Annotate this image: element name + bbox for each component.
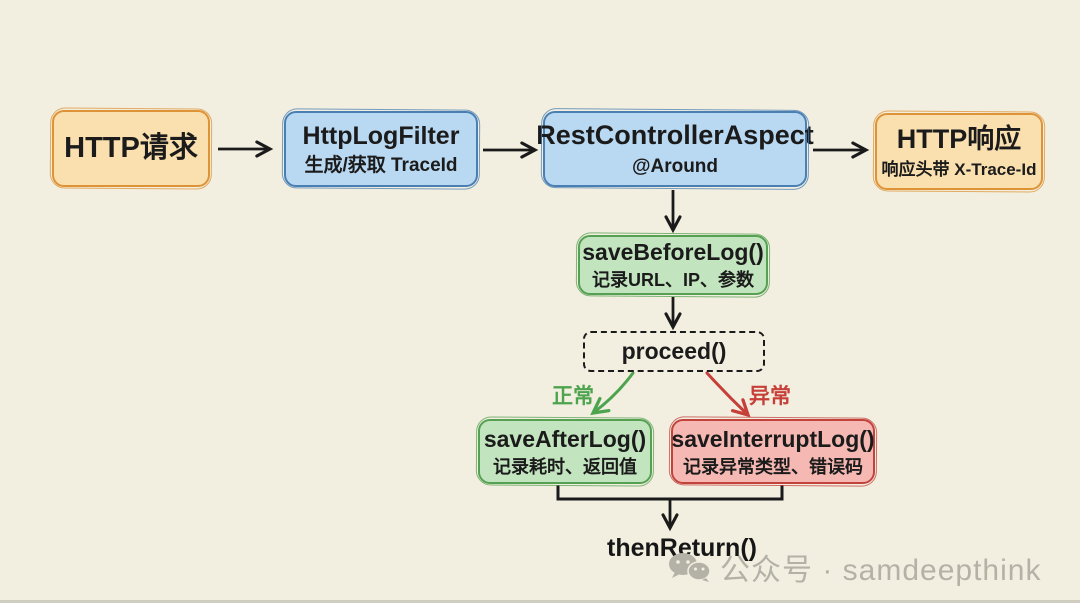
node-subtitle: @Around — [631, 156, 719, 177]
node-title: RestControllerAspect — [536, 120, 814, 151]
node-http-request: HTTP请求 — [52, 110, 210, 187]
merge-bracket — [556, 485, 784, 501]
node-save-before-log: saveBeforeLog() 记录URL、IP、参数 — [578, 235, 768, 295]
node-subtitle: 响应头带 X-Trace-Id — [881, 159, 1037, 179]
node-title: saveBeforeLog() — [582, 239, 764, 266]
node-proceed: proceed() — [583, 331, 765, 372]
wechat-icon — [669, 553, 711, 582]
node-subtitle: 生成/获取 TraceId — [304, 154, 458, 176]
node-rest-controller-aspect: RestControllerAspect @Around — [536, 111, 814, 187]
node-title: HTTP请求 — [64, 132, 198, 165]
node-title: proceed() — [621, 338, 727, 365]
node-subtitle: 记录URL、IP、参数 — [592, 270, 754, 291]
node-http-response: HTTP响应 响应头带 X-Trace-Id — [875, 113, 1043, 190]
arrow-proceed-exception — [705, 371, 748, 415]
edge-label-exception: 异常 — [749, 385, 791, 408]
node-subtitle: 记录异常类型、错误码 — [683, 456, 863, 477]
node-title: saveAfterLog() — [483, 425, 647, 452]
watermark: 公众号 · samdeepthink — [666, 545, 1041, 589]
node-title: HTTP响应 — [896, 124, 1022, 154]
edge-label-normal: 正常 — [552, 385, 594, 408]
node-save-after-log: saveAfterLog() 记录耗时、返回值 — [478, 419, 652, 484]
node-title: saveInterruptLog() — [671, 425, 875, 452]
node-http-log-filter: HttpLogFilter 生成/获取 TraceId — [284, 111, 478, 187]
arrow-proceed-normal — [593, 371, 635, 413]
node-subtitle: 记录耗时、返回值 — [493, 456, 637, 477]
node-title: HttpLogFilter — [302, 121, 460, 150]
node-save-interrupt-log: saveInterruptLog() 记录异常类型、错误码 — [671, 419, 875, 484]
watermark-text: 公众号 · samdeepthink — [720, 554, 1042, 587]
